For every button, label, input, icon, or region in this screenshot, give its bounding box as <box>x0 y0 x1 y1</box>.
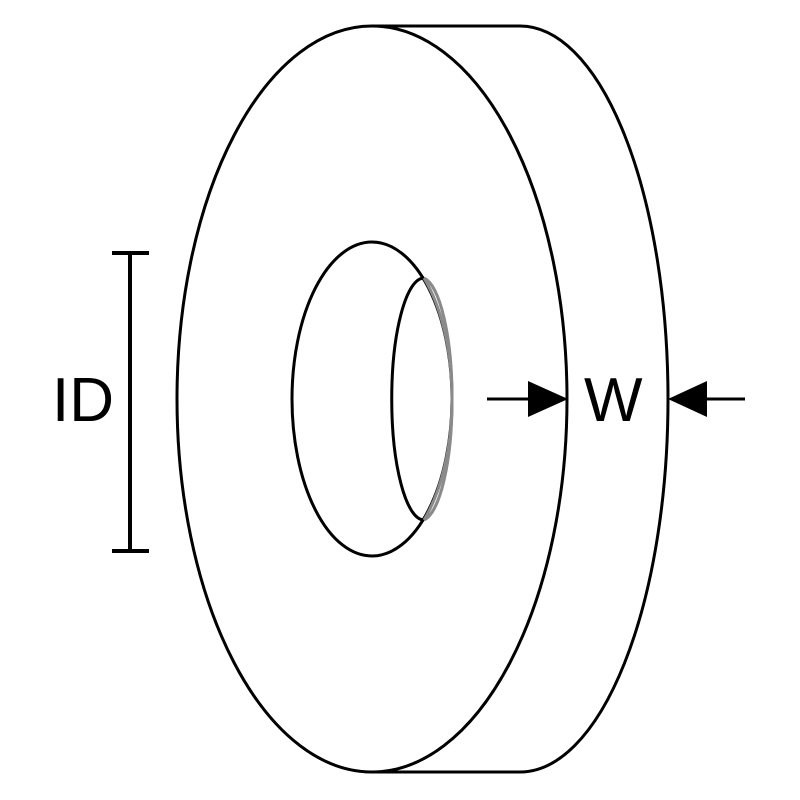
width-label: W <box>584 366 643 435</box>
id-label: ID <box>52 366 114 435</box>
width-right-arrow-head <box>668 381 707 417</box>
bore-edge-visible <box>390 276 425 522</box>
width-left-arrow-head <box>528 381 568 417</box>
hole-right-hidden-arc <box>422 277 454 521</box>
washer-inner-hole <box>290 240 454 558</box>
